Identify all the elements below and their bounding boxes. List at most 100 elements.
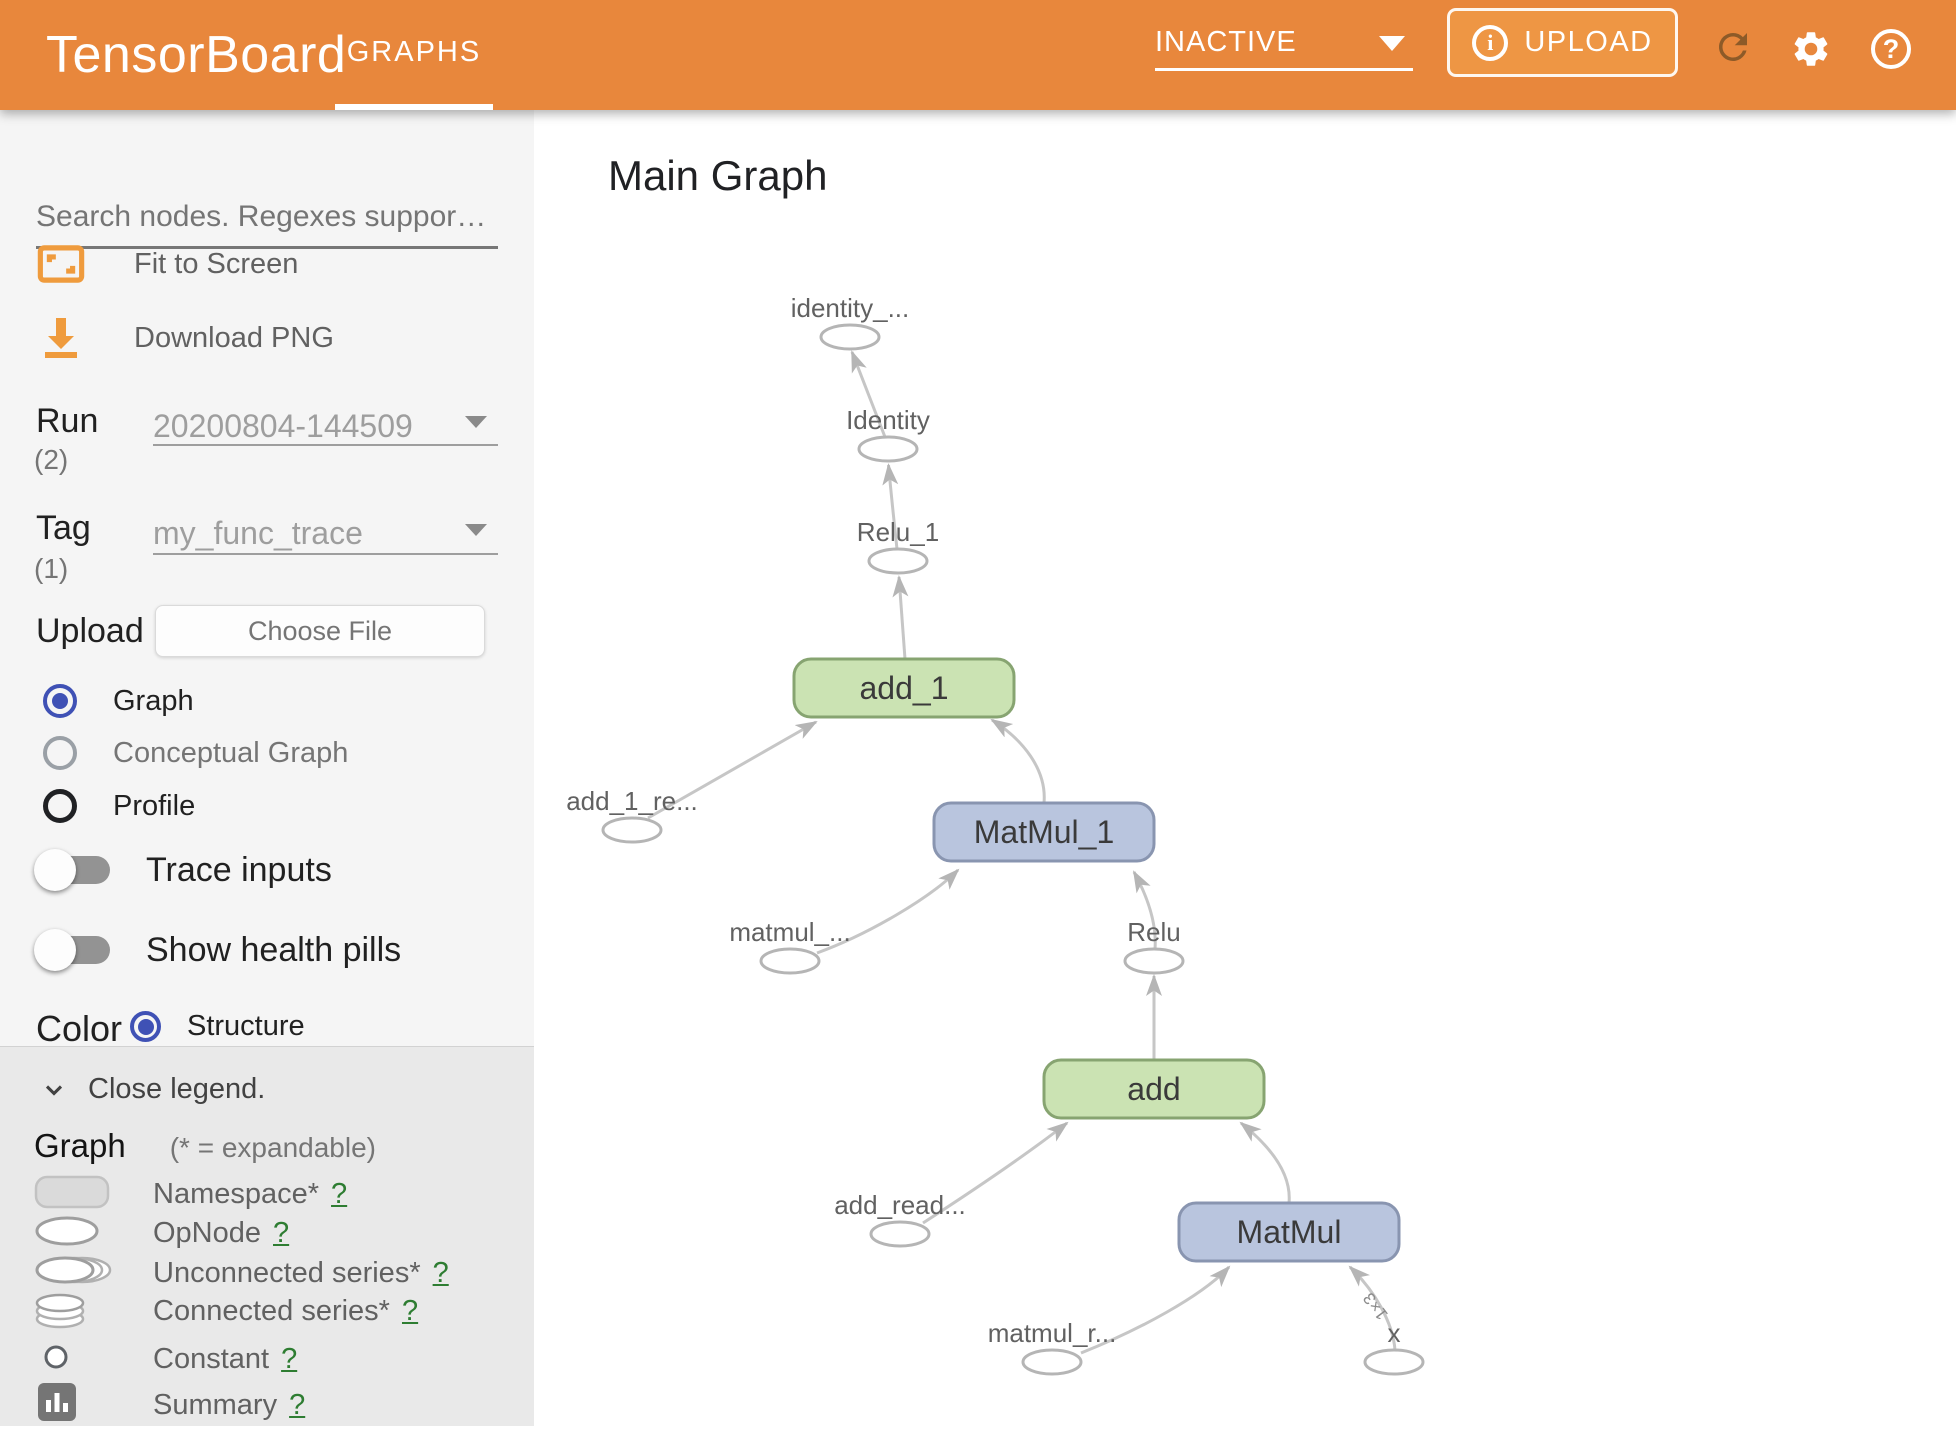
legend-panel: Close legend. Graph (* = expandable) Nam… xyxy=(0,1047,534,1426)
legend-item-unconnected-series: Unconnected series* ? xyxy=(153,1257,449,1289)
edge-matmul_1-to-add_1 xyxy=(990,718,1046,804)
show-health-pills-label: Show health pills xyxy=(146,930,402,969)
radio-conceptual-graph-label: Conceptual Graph xyxy=(113,736,349,769)
node-label: add_1_re... xyxy=(566,786,698,816)
choose-file-button[interactable]: Choose File xyxy=(155,605,485,657)
node-matmul_1[interactable] xyxy=(932,801,1156,863)
download-png-label: Download PNG xyxy=(134,321,334,354)
summary-icon xyxy=(38,1383,78,1428)
legend-item-constant: Constant ? xyxy=(153,1343,298,1375)
node-matmul_read[interactable] xyxy=(1021,1348,1083,1376)
gear-icon xyxy=(1794,32,1828,66)
node-label: Relu_1 xyxy=(857,517,939,547)
upload-field-label: Upload xyxy=(36,612,144,650)
help-link[interactable]: ? xyxy=(273,1217,290,1249)
graph-op-nodes: identity_... Identity Relu_1 add_1_re...… xyxy=(566,293,1425,1376)
tag-select-value[interactable]: my_func_trace xyxy=(153,515,363,551)
upload-button[interactable]: i UPLOAD xyxy=(1447,8,1678,77)
namespace-icon xyxy=(34,1175,110,1214)
node-identity[interactable] xyxy=(857,435,919,463)
graph-pane: Main Graph 1×3 identity_... xyxy=(534,110,1956,1426)
radio-selected-icon xyxy=(43,684,77,718)
help-link[interactable]: ? xyxy=(432,1257,449,1289)
app-header: TensorBoard GRAPHS INACTIVE i UPLOAD ? xyxy=(0,0,1956,110)
run-count: (2) xyxy=(34,444,69,475)
info-icon: i xyxy=(1472,24,1509,61)
edge-relu_1-to-identity xyxy=(882,463,899,550)
download-png-button[interactable]: Download PNG xyxy=(36,316,334,360)
refresh-icon xyxy=(1718,32,1747,61)
fit-to-screen-button[interactable]: Fit to Screen xyxy=(36,244,298,284)
node-label: MatMul_1 xyxy=(974,814,1115,850)
radio-profile-label: Profile xyxy=(113,789,196,822)
node-x[interactable] xyxy=(1363,1348,1425,1376)
chevron-down-icon xyxy=(1379,36,1405,51)
color-structure-label: Structure xyxy=(187,1010,305,1042)
node-add_1[interactable] xyxy=(792,657,1016,719)
node-relu[interactable] xyxy=(1123,947,1185,975)
radio-profile[interactable]: Profile xyxy=(43,789,195,823)
trace-inputs-toggle[interactable]: Trace inputs xyxy=(34,842,332,898)
toggle-off-icon xyxy=(34,922,110,978)
refresh-button[interactable] xyxy=(1712,26,1754,73)
help-link[interactable]: ? xyxy=(401,1295,419,1327)
edge-identity-to-identity_out xyxy=(850,350,887,438)
node-add_1_re[interactable] xyxy=(601,816,663,844)
status-dropdown[interactable]: INACTIVE xyxy=(1155,22,1413,74)
legend-item-connected-series: Connected series* ? xyxy=(153,1295,419,1327)
node-add[interactable] xyxy=(1042,1058,1266,1120)
legend-item-summary: Summary ? xyxy=(153,1389,306,1421)
upload-button-label: UPLOAD xyxy=(1524,26,1653,58)
node-label: add_read... xyxy=(834,1190,966,1220)
node-matmul[interactable] xyxy=(1177,1201,1401,1263)
radio-conceptual-graph[interactable]: Conceptual Graph xyxy=(43,736,348,770)
download-icon xyxy=(45,318,77,358)
fit-to-screen-label: Fit to Screen xyxy=(134,247,299,280)
node-relu_1[interactable] xyxy=(867,547,929,575)
status-dropdown-value: INACTIVE xyxy=(1155,26,1297,58)
help-link[interactable]: ? xyxy=(331,1178,348,1210)
settings-button[interactable] xyxy=(1790,28,1832,75)
chevron-down-icon xyxy=(465,524,487,536)
legend-expandable-note: (* = expandable) xyxy=(169,1132,376,1163)
tag-label: Tag xyxy=(36,509,91,547)
help-link[interactable]: ? xyxy=(289,1389,306,1421)
node-identity_out[interactable] xyxy=(819,323,881,351)
node-matmul_1_read[interactable] xyxy=(759,947,821,975)
sidebar: Fit to Screen Download PNG Run (2) 20200… xyxy=(0,110,534,1426)
close-legend-button[interactable]: Close legend. xyxy=(40,1073,265,1106)
legend-item-opnode: OpNode ? xyxy=(153,1217,290,1249)
node-add_read[interactable] xyxy=(869,1220,931,1248)
tab-active-underline xyxy=(335,104,493,110)
help-link[interactable]: ? xyxy=(281,1343,298,1375)
radio-unselected-icon xyxy=(43,736,77,770)
search-input[interactable] xyxy=(36,188,498,249)
edge-add_1-to-relu_1 xyxy=(892,575,909,660)
node-label: add_1 xyxy=(860,670,949,706)
edge-relu-to-matmul_1 xyxy=(1132,870,1157,950)
node-label: add xyxy=(1127,1071,1180,1107)
tag-count: (1) xyxy=(34,553,69,584)
color-by-structure-radio[interactable]: Structure xyxy=(130,1010,305,1043)
node-label: matmul_r... xyxy=(988,1318,1117,1348)
help-button[interactable]: ? xyxy=(1871,29,1911,69)
node-label: matmul_... xyxy=(729,917,850,947)
app-logo: TensorBoard xyxy=(46,26,347,84)
edge-matmul_read1-to-matmul_1 xyxy=(816,868,960,955)
graph-function-nodes: add_1 MatMul_1 add MatMul xyxy=(792,657,1401,1263)
sidebar-divider xyxy=(0,1046,534,1047)
toggle-off-icon xyxy=(34,842,110,898)
edge-matmul-to-add xyxy=(1239,1121,1291,1204)
legend-item-namespace: Namespace* ? xyxy=(153,1178,348,1210)
edge-x-to-matmul xyxy=(1348,1265,1397,1351)
edge-add_1_re-to-add_1 xyxy=(647,720,818,820)
radio-graph[interactable]: Graph xyxy=(43,684,194,718)
connected-series-icon xyxy=(34,1291,90,1334)
node-label: Identity xyxy=(846,405,930,435)
run-select-value[interactable]: 20200804-144509 xyxy=(153,408,413,444)
unconnected-series-icon xyxy=(34,1254,116,1291)
help-icon: ? xyxy=(1871,29,1911,69)
tab-graphs[interactable]: GRAPHS xyxy=(346,35,482,68)
show-health-pills-toggle[interactable]: Show health pills xyxy=(34,922,401,978)
graph-canvas[interactable]: 1×3 identity_... Identity Relu_1 add_1_r… xyxy=(534,110,1956,1426)
